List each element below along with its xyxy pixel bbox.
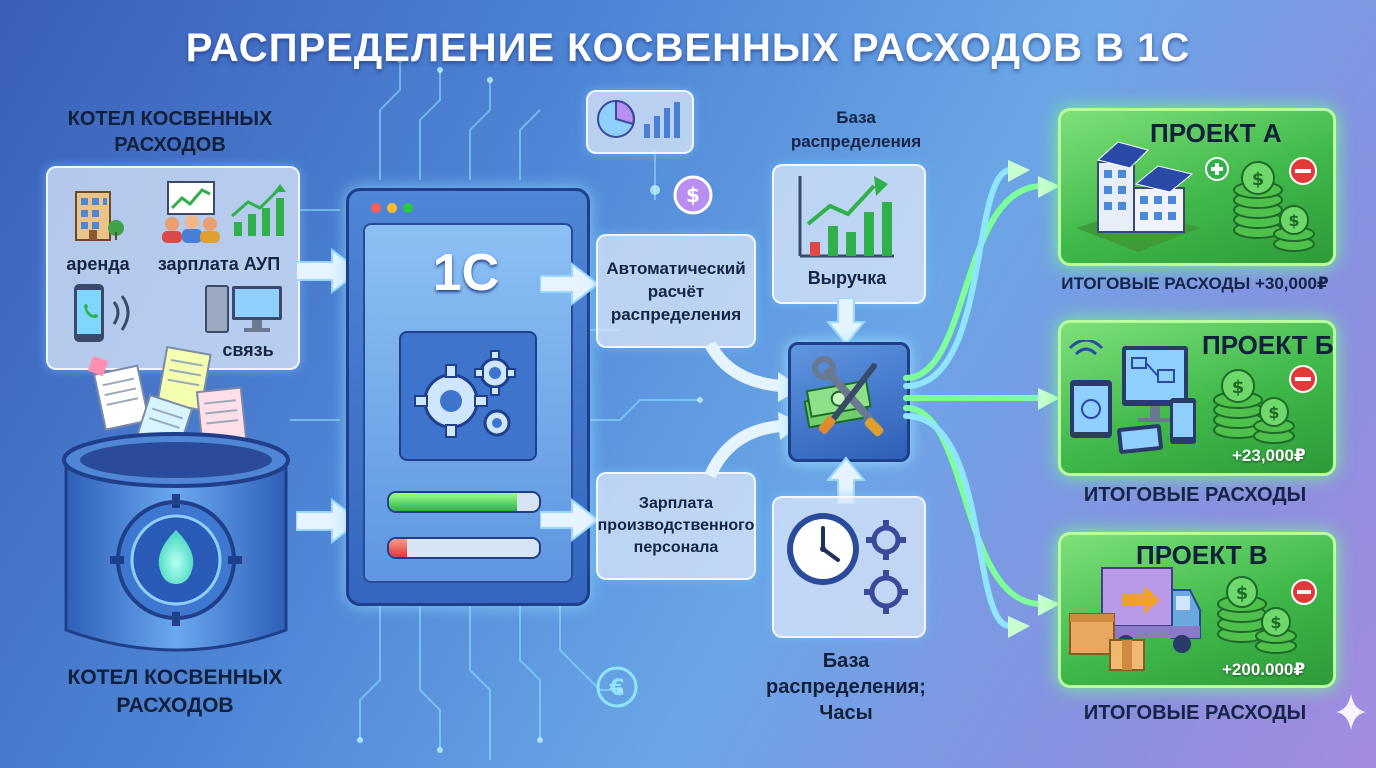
euro-coin-icon: € xyxy=(596,666,638,708)
pie-chart-icon xyxy=(597,99,635,138)
pool-item-rent: аренда xyxy=(66,254,130,274)
auto-calc-label: Автоматический расчёт распределения xyxy=(606,258,746,324)
flame-icon xyxy=(158,530,194,584)
window-dot-red xyxy=(371,203,381,213)
coin-stack-icon-b: $ $ xyxy=(1213,369,1295,444)
svg-text:$: $ xyxy=(1288,211,1299,230)
pool-bottom-label: КОТЕЛ КОСВЕННЫХ РАСХОДОВ xyxy=(67,666,283,717)
staff-chart-icon xyxy=(162,181,220,243)
sparkle-icon xyxy=(1336,694,1366,730)
project-a-summary: ИТОГОВЫЕ РАСХОДЫ +30,000₽ xyxy=(1061,274,1329,293)
phone-icon xyxy=(74,284,130,342)
delivery-truck-icon xyxy=(1069,567,1201,671)
auto-calc-box: Автоматический расчёт распределения xyxy=(596,234,756,348)
gears-icon xyxy=(414,350,516,438)
revenue-chart-icon xyxy=(798,176,894,258)
growth-bars-icon xyxy=(231,184,286,236)
production-salary-box: Зарплата производственного персонала xyxy=(596,472,756,580)
window-dot-green xyxy=(403,203,413,213)
progress-fill-green xyxy=(389,493,517,511)
project-b-amount: +23,000₽ xyxy=(1232,446,1306,465)
progress-bar-green xyxy=(387,491,541,513)
pool-item-admin-salary: зарплата АУП xyxy=(157,254,281,274)
documents-icon xyxy=(87,345,248,460)
progress-bar-red xyxy=(387,537,541,559)
plus-icon xyxy=(1205,157,1229,181)
devices-icon xyxy=(1068,340,1196,454)
project-a-title: ПРОЕКТ А xyxy=(1150,118,1282,148)
project-b-title: ПРОЕКТ Б xyxy=(1202,330,1334,360)
project-b-summary: ИТОГОВЫЕ РАСХОДЫ xyxy=(1083,484,1307,506)
window-dot-yellow xyxy=(387,203,397,213)
small-gears-icon xyxy=(864,520,908,614)
cost-pool-pot xyxy=(62,432,290,652)
clock-icon xyxy=(787,513,859,585)
svg-text:$: $ xyxy=(686,183,700,207)
coin-stack-icon: $ $ xyxy=(1233,161,1315,252)
project-c-title: ПРОЕКТ В xyxy=(1136,540,1268,570)
project-c-amount: +200.000₽ xyxy=(1222,660,1306,679)
progress-fill-red xyxy=(389,539,407,557)
svg-text:$: $ xyxy=(1252,169,1265,190)
base-top-label: База распределения xyxy=(790,108,922,151)
arrow-revenue-to-hub xyxy=(826,298,866,346)
svg-text:€: € xyxy=(608,676,624,701)
page-title: РАСПРЕДЕЛЕНИЕ КОСВЕННЫХ РАСХОДОВ В 1С xyxy=(185,26,1191,70)
bar-chart-icon xyxy=(644,102,680,138)
svg-text:$: $ xyxy=(1236,583,1249,604)
app-window: 1С xyxy=(346,188,590,606)
coin-stack-icon-c: $ $ xyxy=(1217,576,1297,654)
computer-icon xyxy=(205,285,282,333)
base-bottom-label: База распределения; Часы xyxy=(766,650,926,724)
building-icon xyxy=(75,191,124,241)
minus-icon-b xyxy=(1289,365,1317,393)
project-c-summary: ИТОГОВЫЕ РАСХОДЫ xyxy=(1083,702,1307,724)
svg-text:$: $ xyxy=(1270,613,1281,632)
pool-items-panel: аренда зарплата АУП связь xyxy=(46,166,300,370)
svg-text:$: $ xyxy=(1232,377,1245,398)
pool-top-label: КОТЕЛ КОСВЕННЫХ РАСХОДОВ xyxy=(67,108,273,156)
svg-text:$: $ xyxy=(1268,403,1279,422)
minus-icon xyxy=(1289,157,1317,185)
arrows-hub-to-projects xyxy=(903,160,1060,638)
app-name: 1С xyxy=(432,244,500,302)
money-tools-icon xyxy=(803,356,884,437)
revenue-label: Выручка xyxy=(807,268,887,288)
arrow-1c-to-salary xyxy=(540,498,600,542)
arrow-1c-to-auto-calc xyxy=(540,262,600,306)
pool-item-communication: связь xyxy=(222,340,274,360)
production-salary-label: Зарплата производственного персонала xyxy=(597,495,755,556)
minus-icon-c xyxy=(1291,579,1317,605)
solar-building-icon xyxy=(1076,141,1200,252)
dollar-coin-icon: $ xyxy=(673,175,713,215)
